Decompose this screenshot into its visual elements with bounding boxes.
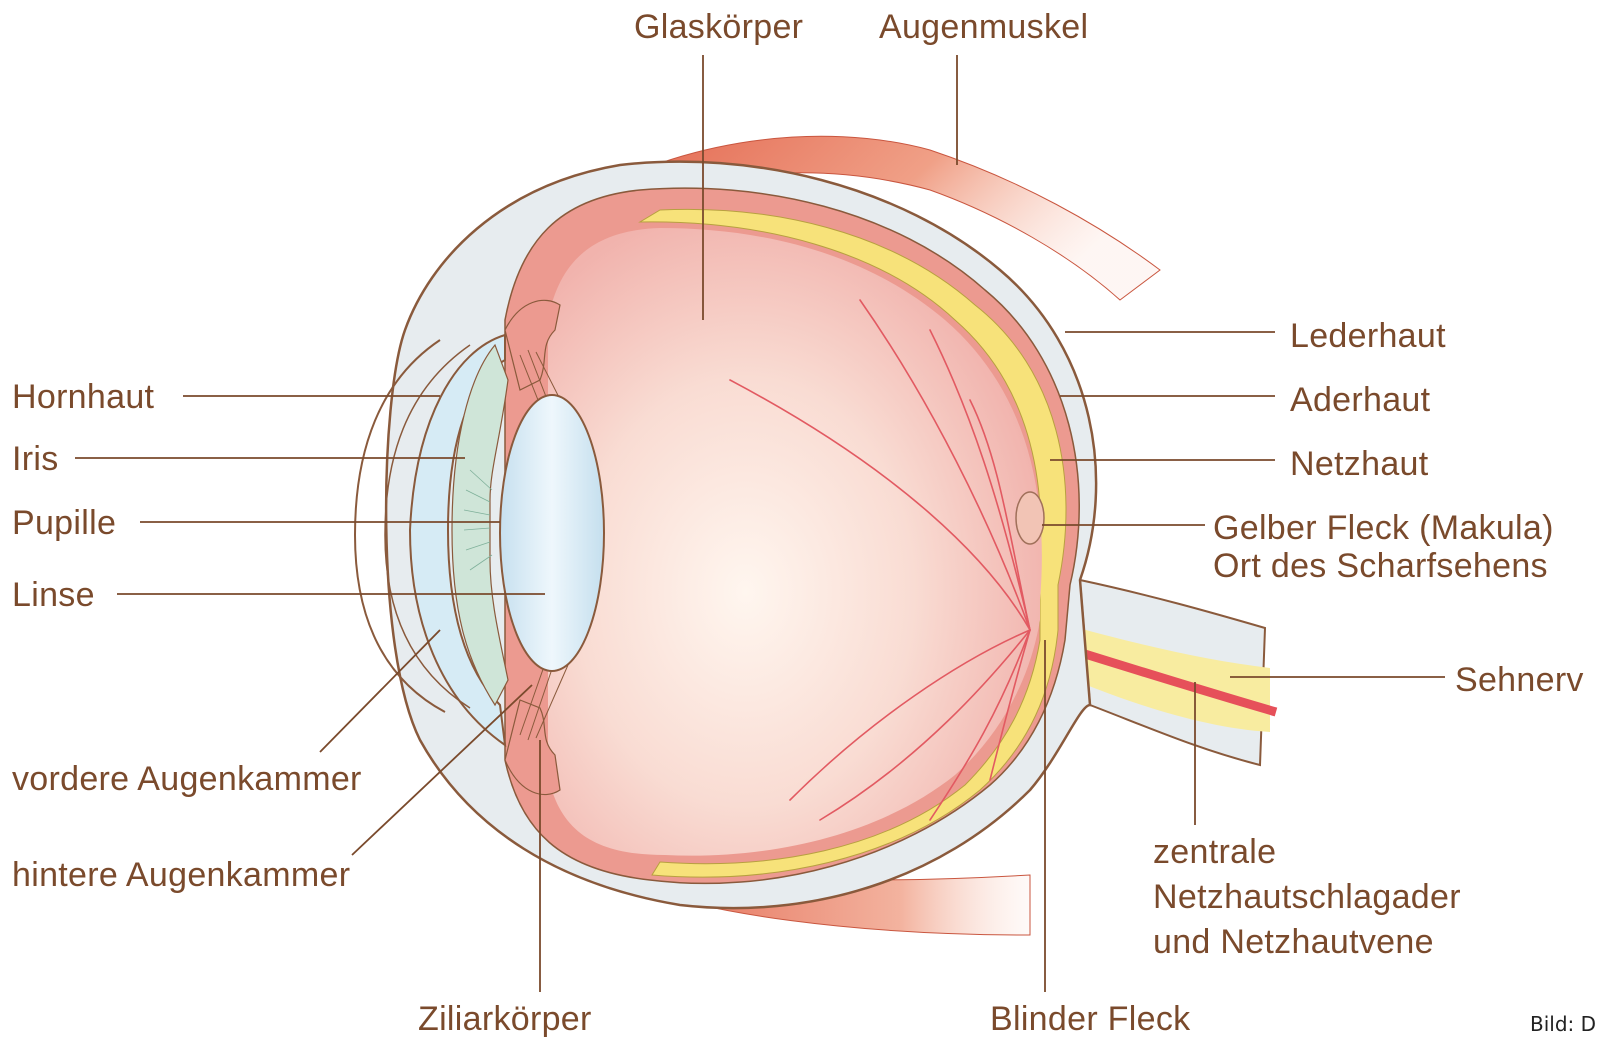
- label-pupille: Pupille: [12, 504, 116, 542]
- macula: [1016, 492, 1044, 544]
- label-lederhaut: Lederhaut: [1290, 317, 1446, 355]
- label-zentrale-line3: und Netzhautvene: [1153, 920, 1461, 965]
- label-linse: Linse: [12, 576, 95, 614]
- label-hornhaut: Hornhaut: [12, 378, 154, 416]
- label-hintere-augenkammer: hintere Augenkammer: [12, 856, 350, 894]
- label-sehnerv: Sehnerv: [1455, 661, 1584, 699]
- label-zentrale-netzhautschlagader: zentrale Netzhautschlagader und Netzhaut…: [1153, 830, 1461, 965]
- label-gelber-fleck: Gelber Fleck (Makula) Ort des Scharfsehe…: [1213, 509, 1554, 585]
- label-augenmuskel: Augenmuskel: [879, 8, 1088, 46]
- image-credit: Bild: D: [1530, 1012, 1596, 1036]
- label-netzhaut: Netzhaut: [1290, 445, 1428, 483]
- label-vordere-augenkammer: vordere Augenkammer: [12, 760, 362, 798]
- label-gelber-fleck-line1: Gelber Fleck (Makula): [1213, 509, 1554, 547]
- label-aderhaut: Aderhaut: [1290, 381, 1430, 419]
- label-zentrale-line1: zentrale: [1153, 830, 1461, 875]
- label-ziliarkoerper: Ziliarkörper: [418, 1000, 592, 1038]
- label-glaskoerper: Glaskörper: [634, 8, 803, 46]
- label-blinder-fleck: Blinder Fleck: [990, 1000, 1190, 1038]
- label-iris: Iris: [12, 440, 59, 478]
- label-gelber-fleck-line2: Ort des Scharfsehens: [1213, 547, 1554, 585]
- lens: [500, 395, 604, 671]
- label-zentrale-line2: Netzhautschlagader: [1153, 875, 1461, 920]
